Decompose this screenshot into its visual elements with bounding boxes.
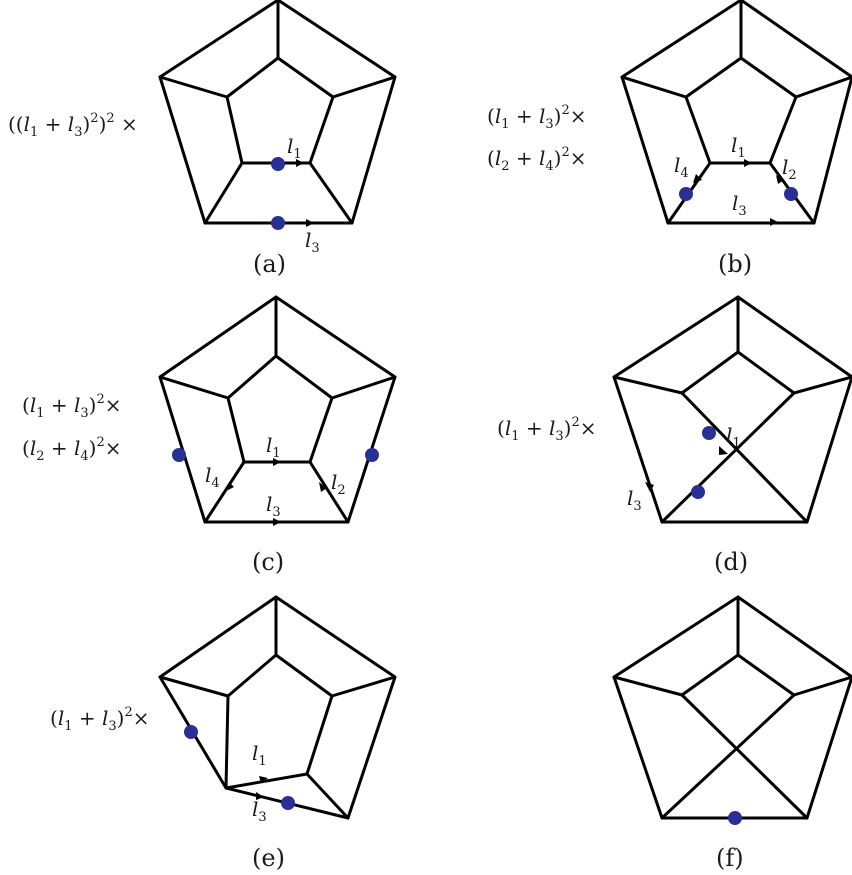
panel-e-edges (158, 595, 397, 820)
momentum-label-l1: l1 (252, 741, 267, 769)
arrow-icon (273, 518, 281, 526)
panel-label-a: (a) (253, 250, 286, 278)
momentum-label-l1: l1 (266, 433, 281, 461)
momentum-label-l3: l3 (266, 492, 281, 520)
panel-label-f: (f) (716, 844, 744, 872)
momentum-label-l3: l3 (305, 228, 320, 256)
arrow-icon (319, 482, 327, 492)
prefactor-text: (l1 + l3)2× (497, 415, 597, 444)
panel-c: l1 l2 l4 l3 (l1 + l3)2× (l2 + l4)2× (c) (22, 295, 397, 576)
panel-c-vertex-dot (172, 448, 186, 462)
panel-e-vertex-dot (184, 725, 198, 739)
arrow-icon (259, 776, 268, 783)
momentum-label-l3: l3 (627, 486, 642, 514)
panel-a-vertex-dot (271, 157, 285, 171)
panel-a: l1 l3 ((l1 + l3)2)2 × (a) (8, 0, 397, 278)
panel-a-vertex-dot (271, 216, 285, 230)
panel-b-vertex-dot (784, 187, 798, 201)
panel-d: l1 l3 (l1 + l3)2× (d) (497, 295, 852, 576)
arrow-icon (296, 159, 304, 167)
panel-f: (f) (612, 595, 852, 872)
prefactor-text: ((l1 + l3)2)2 × (8, 111, 138, 140)
momentum-label-l1: l1 (726, 423, 741, 451)
momentum-label-l4: l4 (205, 463, 220, 491)
panel-d-vertex-dot (702, 426, 716, 440)
panel-d-edges (612, 295, 852, 524)
arrow-icon (776, 175, 784, 184)
panel-b-vertex-dot (679, 187, 693, 201)
panel-e: l1 l3 (l1 + l3)2× (e) (50, 595, 397, 872)
momentum-label-l2: l2 (331, 470, 346, 498)
arrow-icon (645, 482, 654, 492)
panel-d-vertex-dot (691, 485, 705, 499)
prefactor-text: (l2 + l4)2× (22, 435, 122, 464)
panel-label-d: (d) (714, 548, 748, 576)
panel-f-edges (612, 595, 852, 820)
prefactor-text: (l1 + l3)2× (22, 392, 122, 421)
momentum-label-l3: l3 (252, 797, 267, 825)
arrow-icon (226, 482, 234, 491)
arrow-icon (256, 792, 264, 800)
arrow-icon (273, 458, 281, 466)
momentum-label-l2: l2 (782, 155, 797, 183)
panel-label-e: (e) (252, 844, 285, 872)
prefactor-text: (l1 + l3)2× (50, 705, 150, 734)
panel-e-vertex-dot (281, 796, 295, 810)
prefactor-text: (l1 + l3)2× (487, 103, 587, 132)
prefactor-text: (l2 + l4)2× (487, 145, 587, 174)
panel-c-edges (158, 295, 397, 524)
momentum-label-l1: l1 (287, 134, 302, 162)
momentum-label-l3: l3 (732, 191, 747, 219)
arrow-icon (744, 159, 752, 167)
panel-b: l1 l2 l4 l3 (l1 + l3)2× (l2 + l4)2× (b) (487, 0, 852, 278)
arrow-icon (306, 219, 314, 227)
panel-c-vertex-dot (365, 448, 379, 462)
panel-b-edges (620, 0, 852, 225)
panel-label-b: (b) (718, 250, 752, 278)
momentum-label-l1: l1 (731, 133, 746, 161)
panel-label-c: (c) (252, 548, 284, 576)
arrow-icon (719, 446, 728, 455)
panel-a-edges (158, 0, 397, 225)
arrow-icon (770, 218, 778, 226)
panel-f-vertex-dot (728, 811, 742, 825)
arrow-icon (693, 174, 702, 183)
momentum-label-l4: l4 (674, 153, 689, 181)
